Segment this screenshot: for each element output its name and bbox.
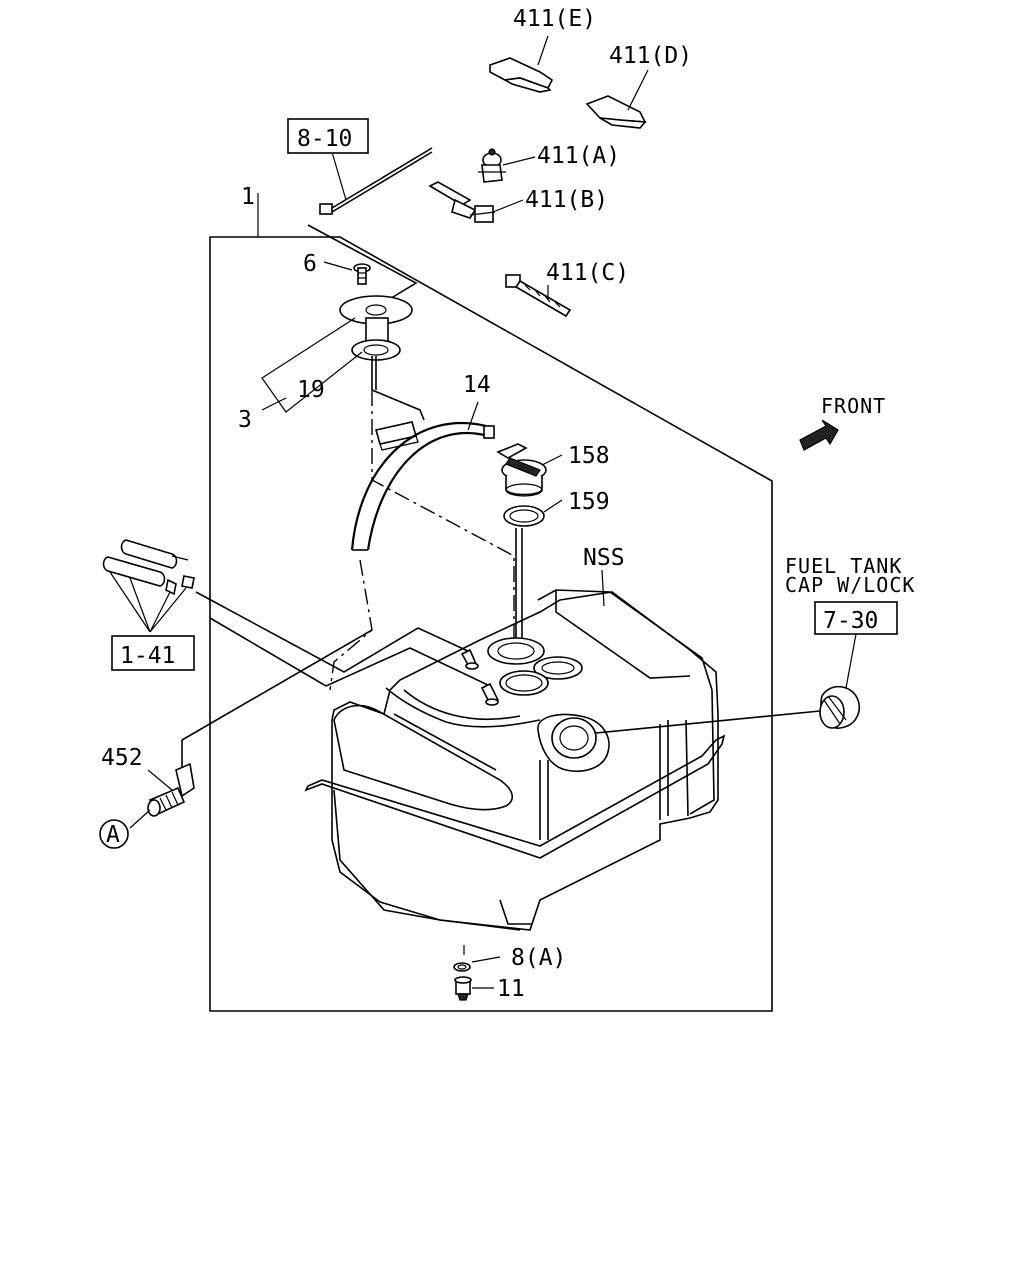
- label-411b[interactable]: 411(B): [525, 187, 608, 213]
- clip-411b-icon: [428, 181, 496, 223]
- ref-box-1-41[interactable]: [111, 635, 195, 671]
- label-1[interactable]: 1: [241, 184, 255, 210]
- clip-411e-icon: [489, 57, 554, 93]
- label-11[interactable]: 11: [497, 976, 525, 1002]
- hose-pipes-1-41-icon: [102, 539, 195, 596]
- label-411a[interactable]: 411(A): [537, 143, 620, 169]
- cable-8-10-icon: [319, 147, 433, 215]
- label-452[interactable]: 452: [101, 745, 143, 771]
- label-a[interactable]: A: [106, 822, 120, 848]
- fuel-gauge-unit-icon: [374, 421, 419, 451]
- label-8a[interactable]: 8(A): [511, 945, 566, 971]
- filler-neck-158-icon: [496, 443, 547, 497]
- front-arrow-icon: [799, 419, 839, 451]
- label-411d[interactable]: 411(D): [609, 43, 692, 69]
- label-411c[interactable]: 411(C): [546, 260, 629, 286]
- label-fuel-cap-line2: CAP W/LOCK: [785, 573, 915, 597]
- label-front: FRONT: [821, 394, 886, 418]
- ref-box-7-30[interactable]: [814, 601, 898, 635]
- label-158[interactable]: 158: [568, 443, 610, 469]
- drain-plug-11-icon: [454, 976, 472, 1001]
- screw-6-icon: [353, 263, 371, 285]
- seal-ring-159-icon: [503, 505, 545, 527]
- ref-box-8-10[interactable]: [287, 118, 369, 154]
- label-nss[interactable]: NSS: [583, 545, 625, 571]
- callout-a-circle: [99, 819, 129, 849]
- hose-connector-452-icon: [147, 762, 195, 817]
- fuel-tank-icon: [304, 589, 726, 931]
- label-19[interactable]: 19: [297, 377, 325, 403]
- clip-411a-icon: [478, 148, 506, 183]
- gasket-8a-icon: [453, 962, 471, 972]
- fuel-cap-icon: [819, 685, 860, 729]
- group-outline: [209, 236, 773, 1012]
- clip-411d-icon: [585, 95, 647, 129]
- ref-8-10[interactable]: 8-10: [297, 126, 352, 152]
- label-159[interactable]: 159: [568, 489, 610, 515]
- tank-port-icons: [460, 637, 610, 772]
- ref-7-30[interactable]: 7-30: [823, 608, 878, 634]
- label-fuel-cap-line1: FUEL TANK: [785, 554, 902, 578]
- label-6[interactable]: 6: [303, 251, 317, 277]
- fuel-pump-assembly-icon: [339, 295, 425, 421]
- label-411e[interactable]: 411(E): [513, 6, 596, 32]
- cable-tie-411c-icon: [505, 274, 572, 318]
- label-3[interactable]: 3: [238, 407, 252, 433]
- ref-1-41[interactable]: 1-41: [120, 643, 175, 669]
- vent-hose-14-icon: [350, 421, 495, 551]
- label-14[interactable]: 14: [463, 372, 491, 398]
